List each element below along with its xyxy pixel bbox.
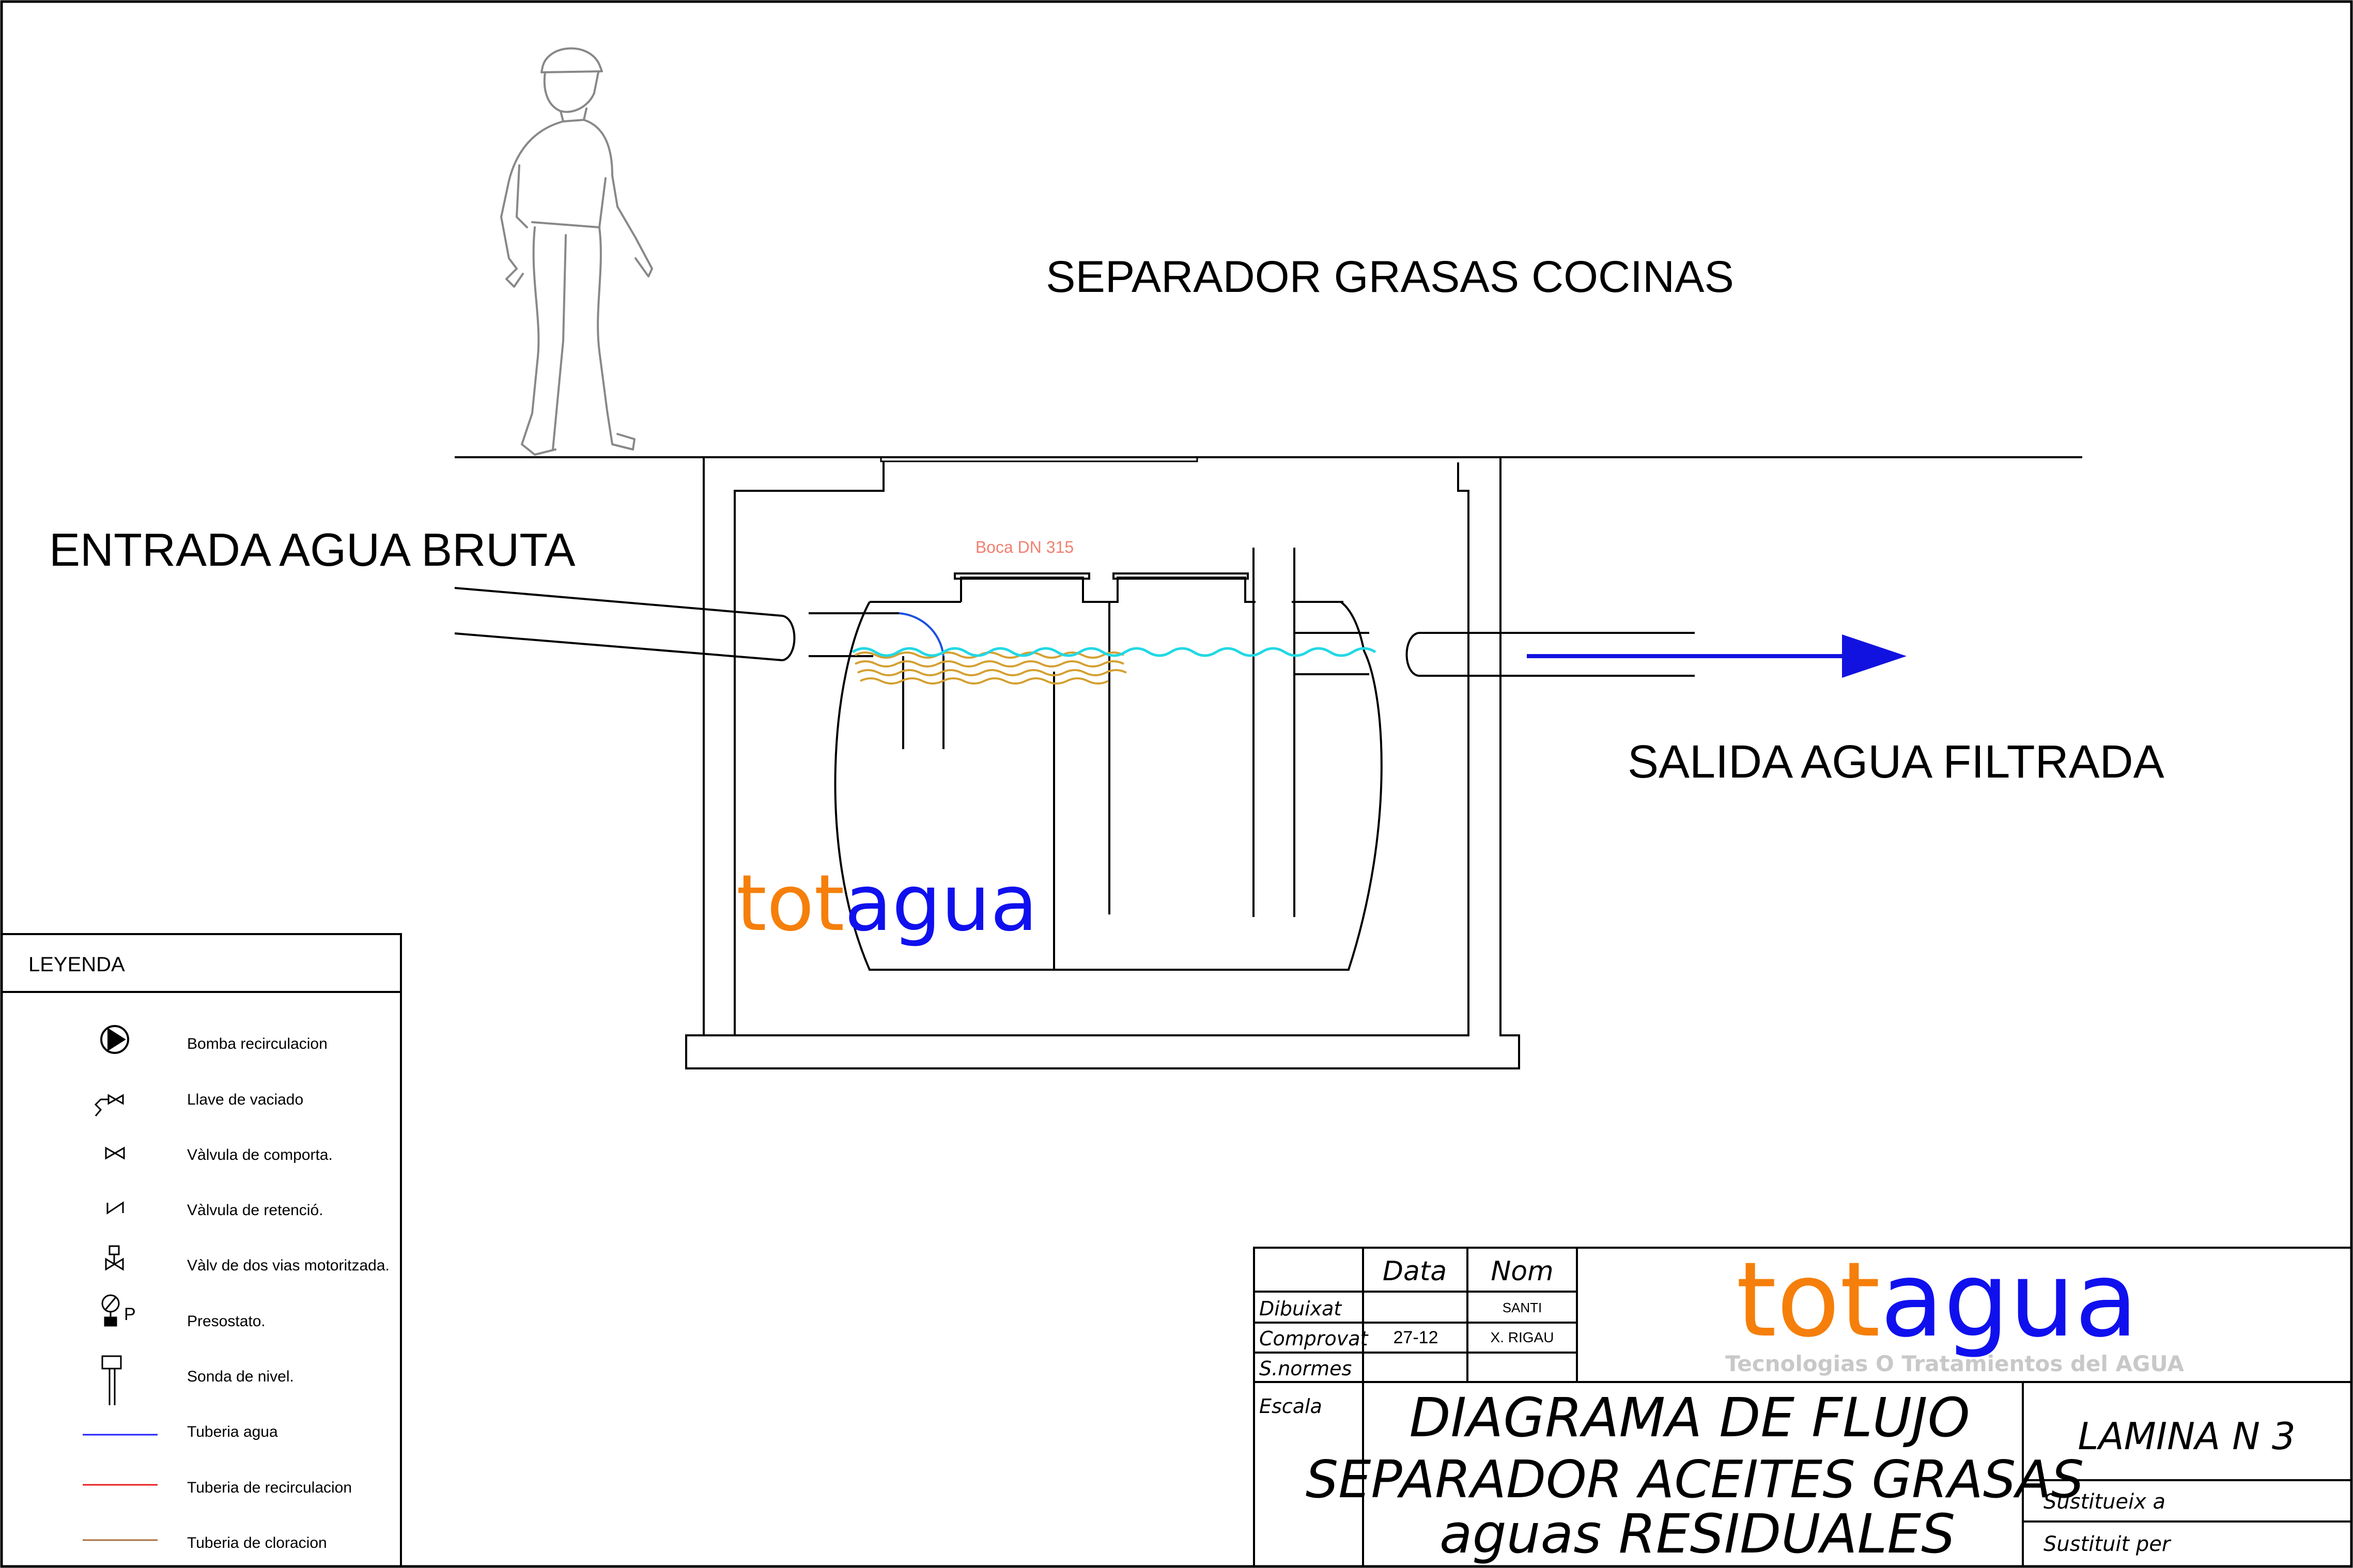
outlet-pipe [1405, 632, 1695, 677]
outlet-label: SALIDA AGUA FILTRADA [1628, 736, 2164, 788]
grease-layer [855, 651, 1127, 685]
title-brand-agua: agua [1880, 1240, 2138, 1360]
pump-icon [100, 1025, 129, 1054]
drain-valve-icon [94, 1094, 124, 1116]
legend-title: LEYENDA [28, 953, 125, 976]
drawing-title-line-3: aguas RESIDUALES [1439, 1502, 1955, 1565]
drawing-title-line-2: SEPARADOR ACEITES GRASAS [1306, 1449, 2084, 1510]
manhole-label: Boca DN 315 [976, 538, 1074, 556]
row-label-comprovat: Comprovat [1259, 1327, 1369, 1350]
tank-brand-watermark: totagua [736, 859, 1038, 949]
brand-part-agua: agua [844, 859, 1038, 949]
legend-box: LEYENDA P [1, 933, 402, 1567]
legend-label-drain-valve: Llave de vaciado [187, 1091, 303, 1108]
flow-arrow [1527, 634, 1907, 678]
legend-label-gate-valve: Vàlvula de comporta. [187, 1146, 333, 1163]
person-figure-icon [500, 47, 653, 456]
legend-label-check-valve: Vàlvula de retenció. [187, 1202, 323, 1219]
row-data-comprovat: 27-12 [1394, 1328, 1438, 1347]
title-block: Data Nom Dibuixat Comprovat S.normes 27-… [1253, 1240, 2352, 1567]
inlet-pipe [454, 587, 899, 661]
manhole-cover-slab [880, 456, 1198, 462]
legend-label-water-pipe: Tuberia agua [187, 1423, 278, 1440]
separator-tank [834, 548, 1383, 971]
check-valve-icon [106, 1201, 124, 1215]
row-nom-dibuixat: SANTI [1503, 1300, 1542, 1315]
level-probe-icon [101, 1355, 122, 1405]
legend-label-chlorination-pipe: Tuberia de cloracion [187, 1534, 327, 1551]
title-block-col-nom: Nom [1491, 1256, 1553, 1287]
legend-label-pressure-switch: Presostato. [187, 1313, 266, 1330]
drawing-title-line-1: DIAGRAMA DE FLUJO [1409, 1386, 1970, 1449]
brand-part-tot: tot [736, 859, 844, 949]
gate-valve-icon [105, 1146, 125, 1160]
title-brand-tagline: Tecnologias O Tratamientos del AGUA [1725, 1351, 2184, 1376]
replaced-by-label: Sustituit per [2044, 1532, 2172, 1556]
row-label-dibuixat: Dibuixat [1259, 1297, 1342, 1320]
replaces-label: Sustitueix a [2044, 1490, 2165, 1514]
row-nom-comprovat: X. RIGAU [1491, 1329, 1554, 1345]
motorized-valve-icon [105, 1245, 124, 1271]
legend-label-pump: Bomba recirculacion [187, 1035, 328, 1052]
row-label-snormes: S.normes [1259, 1357, 1352, 1380]
concrete-pit [685, 458, 1520, 1069]
pressure-switch-icon-letter: P [124, 1305, 136, 1324]
title-block-brand: totagua [1736, 1240, 2138, 1360]
sheet-number: LAMINA N 3 [2078, 1415, 2295, 1458]
legend-label-motorized-valve: Vàlv de dos vias motoritzada. [187, 1257, 390, 1274]
inlet-deflector-arc [899, 612, 945, 657]
diagram-title: SEPARADOR GRASAS COCINAS [1046, 252, 1734, 302]
inlet-label: ENTRADA AGUA BRUTA [49, 524, 576, 576]
title-block-col-data: Data [1383, 1256, 1447, 1287]
pressure-switch-icon: P [101, 1294, 136, 1327]
title-brand-tot: tot [1736, 1240, 1880, 1360]
legend-label-recirculation-pipe: Tuberia de recirculacion [187, 1479, 352, 1496]
water-surface [852, 647, 1376, 657]
escala-label: Escala [1259, 1395, 1322, 1418]
legend-label-level-probe: Sonda de nivel. [187, 1368, 294, 1385]
